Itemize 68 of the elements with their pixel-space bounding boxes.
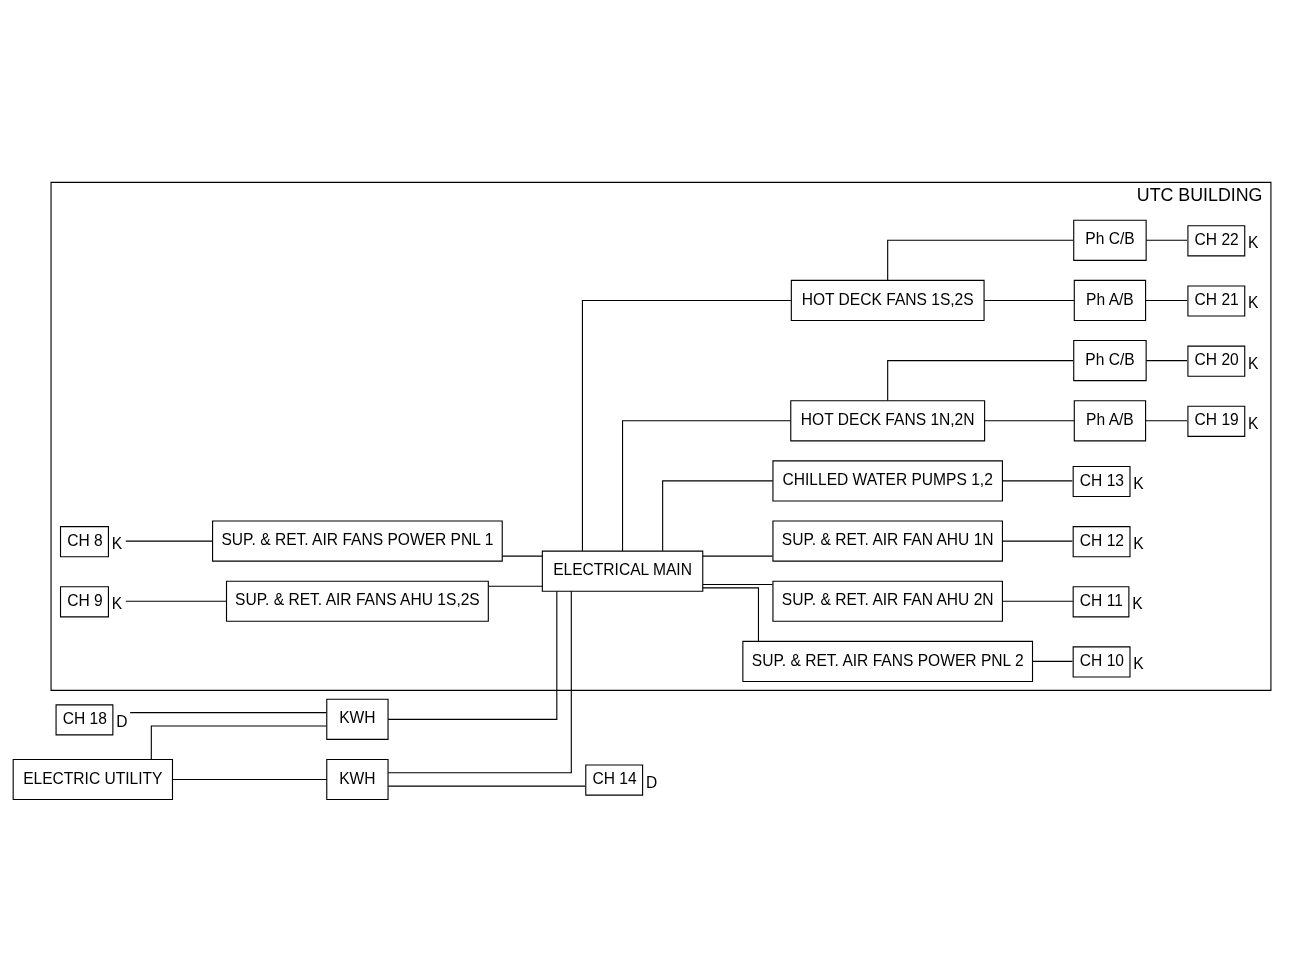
- connector: [662, 479, 774, 551]
- connector: [1145, 419, 1188, 421]
- node-label: K: [1248, 233, 1259, 251]
- node-label: K: [1133, 534, 1144, 552]
- node-box: Ph A/B: [1073, 279, 1147, 321]
- node-box: CH 8: [59, 525, 109, 557]
- connector: [702, 586, 759, 642]
- connector: [1145, 239, 1188, 241]
- node-box: CH 14: [585, 763, 644, 796]
- connector: [887, 239, 1074, 281]
- node-box: KWH: [326, 758, 389, 800]
- connector: [984, 419, 1075, 421]
- node-box: ELECTRIC UTILITY: [12, 758, 174, 800]
- node-label: K: [111, 534, 123, 552]
- node-label: K: [1132, 594, 1143, 612]
- node-box: Ph C/B: [1073, 219, 1147, 261]
- connector: [487, 585, 543, 587]
- connector: [581, 299, 792, 551]
- node-box: CH 22: [1187, 224, 1246, 256]
- connector: [983, 299, 1075, 301]
- connector: [1145, 359, 1188, 361]
- connector: [702, 555, 774, 557]
- connector: [702, 583, 774, 585]
- node-box: CH 11: [1072, 585, 1130, 617]
- connector: [1002, 479, 1073, 481]
- node-box: KWH: [326, 698, 389, 740]
- node-label: K: [1133, 474, 1144, 492]
- node-box: SUP. & RET. AIR FANS AHU 1S,2S: [225, 580, 489, 622]
- node-box: CH 13: [1072, 465, 1131, 497]
- node-box: CH 18: [55, 703, 114, 735]
- node-box: SUP. & RET. AIR FAN AHU 2N: [772, 580, 1003, 622]
- connector: [125, 600, 227, 602]
- node-label: K: [1133, 654, 1144, 672]
- node-box: CH 10: [1072, 645, 1131, 678]
- connector: [387, 590, 572, 773]
- connector: [622, 419, 792, 551]
- node-box: Ph A/B: [1073, 399, 1147, 441]
- connector: [387, 785, 586, 787]
- connector: [1002, 540, 1073, 542]
- connector: [150, 724, 328, 760]
- node-box: HOT DECK FANS 1S,2S: [790, 279, 985, 321]
- node-label: D: [116, 712, 128, 730]
- node-box: CH 20: [1187, 345, 1246, 377]
- node-box: CH 9: [59, 585, 109, 617]
- connector: [125, 540, 213, 542]
- node-label: K: [111, 594, 123, 612]
- node-box: CH 21: [1187, 284, 1246, 317]
- connector: [887, 359, 1074, 401]
- connector: [1031, 660, 1073, 662]
- connector: [501, 555, 543, 557]
- node-box: HOT DECK FANS 1N,2N: [790, 399, 986, 441]
- connector: [387, 590, 558, 720]
- node-label: K: [1248, 293, 1259, 311]
- node-box: SUP. & RET. AIR FANS POWER PNL 2: [742, 640, 1034, 682]
- node-box: ELECTRICAL MAIN: [541, 550, 704, 592]
- connector: [1145, 299, 1188, 301]
- node-box: CHILLED WATER PUMPS 1,2: [772, 459, 1003, 502]
- connector: [172, 778, 328, 780]
- connector: [129, 711, 327, 713]
- node-label: K: [1248, 354, 1259, 372]
- node-box: Ph C/B: [1073, 339, 1147, 381]
- node-label: D: [645, 773, 658, 791]
- node-box: CH 12: [1072, 525, 1131, 557]
- node-label: K: [1248, 414, 1259, 432]
- node-box: SUP. & RET. AIR FAN AHU 1N: [772, 520, 1003, 562]
- node-box: SUP. & RET. AIR FANS POWER PNL 1: [212, 520, 503, 562]
- node-box: CH 19: [1187, 405, 1246, 437]
- connector: [1002, 600, 1074, 602]
